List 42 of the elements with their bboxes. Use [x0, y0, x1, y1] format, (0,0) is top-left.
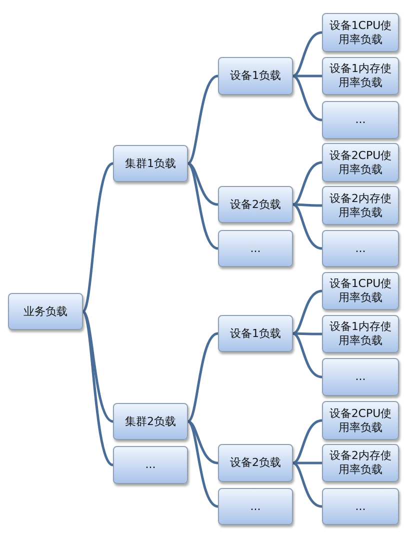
connector-line	[187, 162, 218, 250]
connector-line	[188, 162, 218, 206]
tree-box: 设备2内存使用率负载	[322, 186, 399, 225]
connector-line	[187, 332, 218, 422]
connector-line	[292, 332, 322, 378]
connector-line	[292, 31, 322, 78]
tree-box: ...	[322, 101, 399, 139]
tree-box: ...	[218, 230, 293, 267]
tree-box: 设备1内存使用率负载	[322, 315, 399, 353]
connector-line	[187, 420, 218, 508]
connector-line	[187, 74, 218, 164]
connector-line	[292, 462, 322, 508]
tree-box: ...	[322, 358, 399, 396]
tree-box: 设备2内存使用率负载	[322, 444, 399, 482]
tree-box: 设备2负载	[218, 444, 293, 482]
connector-line	[293, 74, 322, 78]
connector-line	[82, 310, 114, 466]
tree-box: ...	[218, 488, 293, 525]
tree-box: ...	[113, 446, 188, 484]
tree-box: ...	[322, 230, 399, 267]
tree-box: 设备1内存使用率负载	[322, 57, 399, 95]
tree-box: 设备1CPU使用率负载	[322, 272, 399, 310]
tree-box: 设备1CPU使用率负载	[322, 13, 399, 52]
connector-line	[188, 420, 218, 464]
tree-box: 设备2CPU使用率负载	[322, 401, 399, 440]
connector-line	[293, 332, 322, 336]
connector-line	[292, 419, 322, 464]
tree-box: 集群2负载	[113, 403, 188, 440]
connector-line	[292, 203, 322, 250]
connector-line	[82, 162, 114, 312]
connector-line	[292, 290, 322, 335]
tree-box: 设备1负载	[218, 57, 293, 95]
tree-box: 业务负载	[8, 293, 83, 330]
connector-line	[293, 462, 322, 464]
tree-box: 集群1负载	[113, 145, 188, 182]
tree-box: 设备2CPU使用率负载	[322, 143, 399, 182]
tree-box: 设备1负载	[218, 315, 293, 352]
tree-box: 设备2负载	[218, 186, 293, 223]
connector-line	[292, 161, 322, 206]
connector-line	[293, 203, 322, 207]
tree-box: ...	[322, 488, 399, 525]
connector-line	[292, 74, 322, 122]
